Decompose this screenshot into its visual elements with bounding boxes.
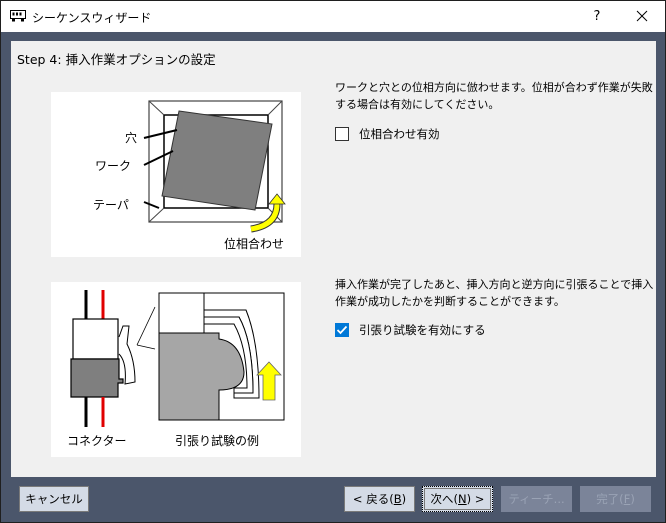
next-label-suffix: ) >: [466, 492, 485, 506]
connector-label: コネクター: [67, 434, 127, 448]
close-button[interactable]: [619, 1, 665, 32]
next-button[interactable]: 次へ(N) >: [422, 486, 493, 512]
phase-alignment-checkbox-label[interactable]: 位相合わせ有効: [359, 127, 440, 141]
pull-test-option[interactable]: 引張り試験を有効にする: [335, 322, 486, 338]
back-label-suffix: ): [401, 492, 407, 506]
next-accelerator: N: [458, 492, 467, 506]
window-title: シーケンスウィザード: [32, 11, 152, 25]
pull-test-illustration: コネクター 引張り試験の例: [51, 282, 301, 457]
work-label: ワーク: [95, 159, 131, 173]
cancel-button[interactable]: キャンセル: [19, 486, 89, 512]
next-label: 次へ(: [430, 492, 459, 506]
checkmark-icon: [336, 325, 348, 335]
back-accelerator: B: [393, 492, 402, 506]
pull-test-checkbox-label[interactable]: 引張り試験を有効にする: [359, 323, 486, 337]
close-icon: [636, 10, 648, 22]
phase-description: ワークと穴との位相方向に倣わせます。位相が合わず作業が失敗する場合は有効にしてく…: [335, 81, 653, 111]
cancel-button-label: キャンセル: [25, 492, 83, 506]
pull-test-caption: 引張り試験の例: [175, 433, 259, 448]
wizard-app-icon: [10, 10, 26, 22]
teach-label: ティーチ...: [508, 492, 565, 506]
hole-label: 穴: [125, 130, 137, 145]
pull-test-checkbox[interactable]: [335, 323, 349, 337]
phase-alignment-illustration: 穴 ワーク テーパ 位相合わせ: [51, 92, 301, 257]
back-label: < 戻る(: [352, 492, 394, 506]
pull-test-description: 挿入作業が完了したあと、挿入方向と逆方向に引張ることで挿入作業が成功したかを判断…: [335, 278, 654, 308]
finish-button[interactable]: 完了(F): [580, 486, 651, 512]
title-bar: シーケンスウィザード ?: [1, 1, 665, 32]
wizard-frame: Step 4: 挿入作業オプションの設定: [1, 32, 665, 522]
taper-label: テーパ: [93, 198, 129, 212]
phase-alignment-diagram: 穴 ワーク テーパ 位相合わせ: [93, 100, 286, 251]
finish-label: 完了(: [596, 492, 624, 506]
finish-label-suffix: ): [630, 492, 635, 506]
phase-caption: 位相合わせ: [224, 236, 284, 251]
phase-alignment-checkbox[interactable]: [335, 127, 349, 141]
step-title: Step 4: 挿入作業オプションの設定: [17, 52, 216, 67]
pull-test-diagram: コネクター 引張り試験の例: [67, 290, 285, 448]
finish-accelerator: F: [623, 492, 631, 506]
phase-alignment-option[interactable]: 位相合わせ有効: [335, 126, 440, 142]
back-button[interactable]: < 戻る(B): [344, 486, 415, 512]
wizard-content-panel: Step 4: 挿入作業オプションの設定: [11, 41, 656, 477]
teach-button[interactable]: ティーチ...: [501, 486, 572, 512]
help-button[interactable]: ?: [593, 9, 601, 24]
